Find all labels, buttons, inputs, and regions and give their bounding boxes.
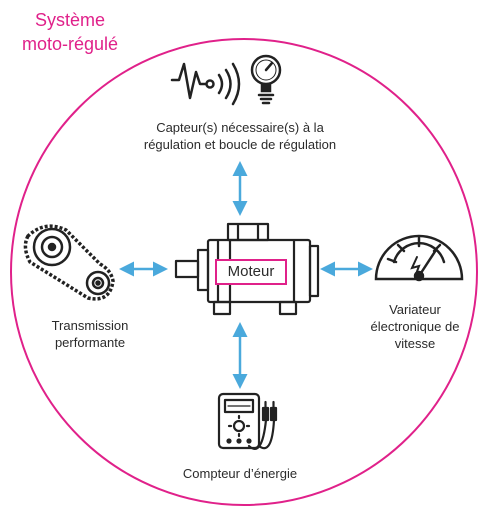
chain-transmission-icon xyxy=(23,224,115,301)
multimeter-icon xyxy=(217,392,278,450)
variator-label-line-1: Variateur xyxy=(389,302,441,317)
system-title-line-1: Système xyxy=(34,10,106,30)
variator-label-line-2: électronique de xyxy=(370,319,460,334)
signal-sensor-icon xyxy=(170,62,241,106)
sensors-label-line-2: régulation et boucle de régulation xyxy=(143,137,337,152)
system-boundary xyxy=(10,38,478,506)
transmission-label-line-1: Transmission xyxy=(51,318,129,333)
speedometer-icon xyxy=(374,234,464,282)
variator-label-line-3: vitesse xyxy=(394,336,436,351)
transmission-label-line-2: performante xyxy=(54,335,126,350)
system-title-line-2: moto-régulé xyxy=(21,34,119,54)
sensors-label-line-1: Capteur(s) nécessaire(s) à la xyxy=(156,120,324,135)
motor-label: Moteur xyxy=(215,259,287,285)
energy-meter-label: Compteur d’énergie xyxy=(182,466,298,481)
pressure-gauge-icon xyxy=(250,54,282,105)
